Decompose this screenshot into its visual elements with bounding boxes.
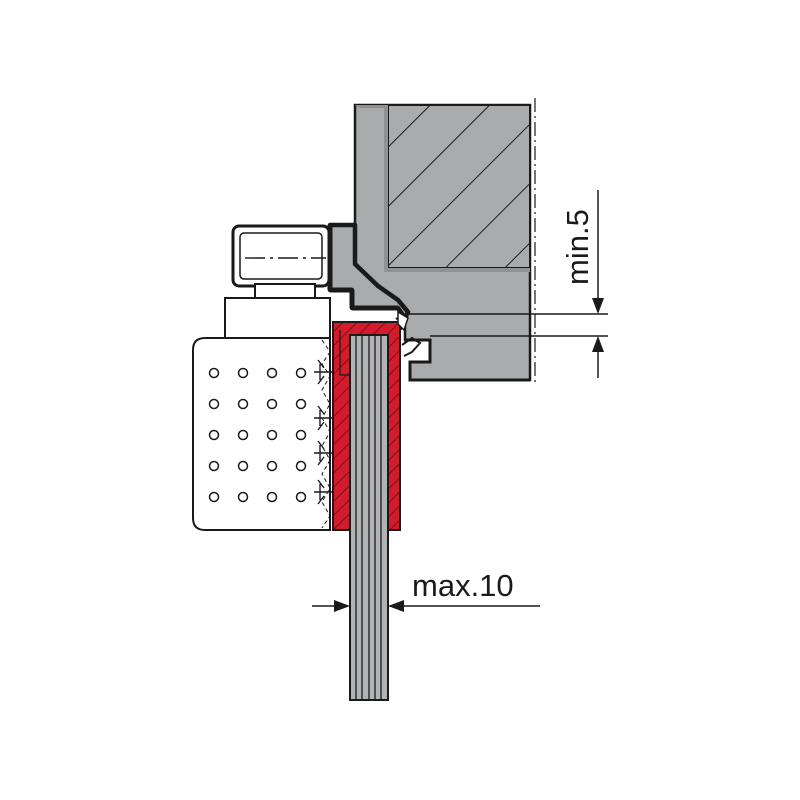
perforation-hole: [266, 429, 278, 441]
perforation-hole: [208, 398, 220, 410]
perforation-hole: [237, 367, 249, 379]
fixing-screw: [314, 440, 345, 466]
perforation-hole: [266, 367, 278, 379]
perforation-hole: [208, 491, 220, 503]
fixing-screws: [314, 339, 345, 529]
fixing-screw: [314, 405, 345, 431]
dimension-max-label: max.10: [412, 568, 514, 603]
perforation-hole: [237, 460, 249, 472]
closer-mount-block: [224, 297, 331, 339]
perforation-holes: [208, 367, 307, 503]
fixing-screw: [314, 479, 345, 505]
perforation-hole: [237, 398, 249, 410]
perforation-hole: [295, 367, 307, 379]
perforation-hole: [266, 398, 278, 410]
perforation-hole: [266, 460, 278, 472]
perforation-hole: [295, 460, 307, 472]
seal-bracket: [397, 310, 409, 332]
guide-rail: [231, 224, 331, 299]
perforation-hole: [266, 491, 278, 503]
wall-core-hatched: [387, 104, 531, 269]
closer-body: [192, 337, 331, 531]
perforation-hole: [295, 491, 307, 503]
perforation-hole: [208, 429, 220, 441]
red-mounting-plate: [332, 321, 401, 531]
perforation-hole: [295, 398, 307, 410]
dimension-min-label: min.5: [560, 209, 595, 285]
perforation-hole: [295, 429, 307, 441]
dimension-max: max.10: [312, 532, 540, 618]
perforation-hole: [237, 491, 249, 503]
dimension-min: min.5: [408, 190, 608, 378]
fixing-screw: [314, 359, 345, 385]
perforation-hole: [208, 367, 220, 379]
door-leaf: [349, 329, 389, 701]
fixing-zone-outline: [321, 339, 331, 529]
perforation-hole: [237, 429, 249, 441]
perforation-hole: [208, 460, 220, 472]
